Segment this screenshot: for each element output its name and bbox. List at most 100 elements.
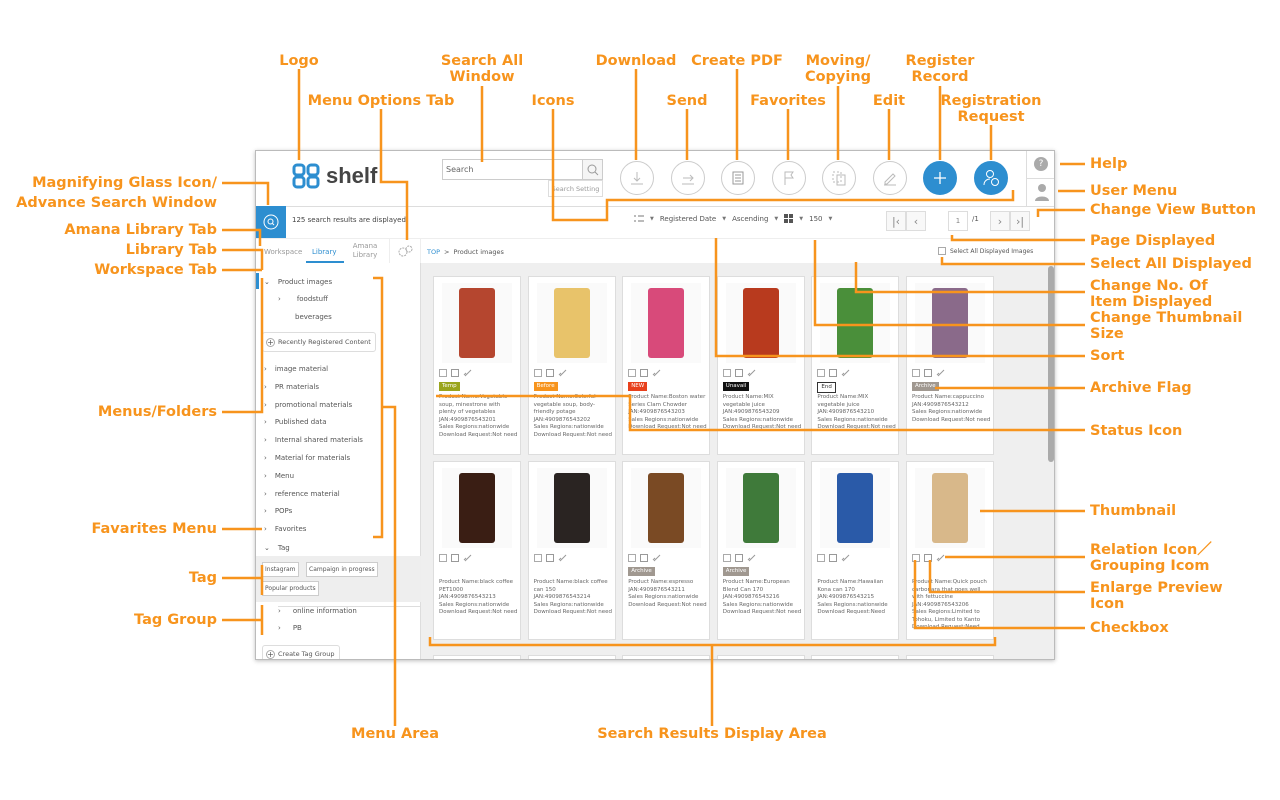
user-menu-icon[interactable]	[1034, 183, 1050, 201]
tag-header[interactable]: ⌄Tag	[264, 544, 290, 552]
register-record-button[interactable]	[923, 161, 957, 195]
thumbnail[interactable]	[536, 468, 607, 548]
thumbnail[interactable]	[631, 283, 702, 363]
select-all-checkbox[interactable]	[938, 247, 946, 255]
relation-link-icon[interactable]	[558, 369, 567, 378]
checkbox[interactable]	[439, 369, 447, 377]
search-setting-button[interactable]: Search Setting	[548, 180, 603, 197]
tag-popular-products[interactable]: Popular products	[262, 581, 319, 596]
relation-link-icon[interactable]	[747, 369, 756, 378]
folder-item[interactable]: ›Menu	[264, 472, 294, 480]
relation-link-icon[interactable]	[936, 369, 945, 378]
magnifier-search-button[interactable]	[582, 159, 603, 180]
edit-button[interactable]	[873, 161, 907, 195]
folder-item[interactable]: ›PR materials	[264, 383, 319, 391]
thumbnail[interactable]	[536, 283, 607, 363]
create-pdf-button[interactable]	[721, 161, 755, 195]
enlarge-preview-icon[interactable]	[545, 554, 554, 562]
enlarge-preview-icon[interactable]	[640, 554, 649, 562]
chevron-down-icon[interactable]: ▼	[650, 215, 654, 222]
enlarge-preview-icon[interactable]	[451, 554, 459, 562]
folder-item[interactable]: ›promotional materials	[264, 401, 352, 409]
folder-item[interactable]: ›reference material	[264, 490, 340, 498]
prev-page-button[interactable]: ‹	[906, 211, 926, 231]
result-card[interactable]: Product Name:Hawaiian Kona can 170 JAN:4…	[811, 461, 900, 640]
result-card-partial[interactable]	[622, 655, 711, 659]
result-card[interactable]: Product Name:black coffee PET1000 JAN:49…	[433, 461, 521, 640]
enlarge-preview-icon[interactable]	[924, 369, 932, 377]
tag-group-pb[interactable]: ›PB	[278, 624, 302, 632]
thumbnail[interactable]	[725, 468, 796, 548]
sort-field-dropdown[interactable]: Registered Date	[659, 214, 717, 223]
last-page-button[interactable]: ›|	[1010, 211, 1030, 231]
folder-item[interactable]: ›Favorites	[264, 525, 306, 533]
tab-workspace[interactable]: Workspace	[264, 248, 303, 256]
folder-foodstuff[interactable]: ›foodstuff	[278, 295, 328, 303]
result-card-partial[interactable]	[527, 655, 616, 659]
checkbox[interactable]	[533, 369, 542, 377]
first-page-button[interactable]: |‹	[886, 211, 906, 231]
thumbnail[interactable]	[442, 468, 512, 548]
relation-link-icon[interactable]	[841, 369, 850, 378]
tag-group-online[interactable]: ›online information	[278, 606, 421, 615]
checkbox[interactable]	[533, 554, 542, 562]
checkbox[interactable]	[628, 554, 637, 562]
scrollbar-thumb[interactable]	[1048, 266, 1054, 462]
enlarge-preview-icon[interactable]	[924, 554, 932, 562]
result-card[interactable]: Product Name:Quick pouch carbonara that …	[906, 461, 994, 640]
thumbnail[interactable]	[442, 283, 512, 363]
relation-link-icon[interactable]	[463, 554, 472, 563]
folder-item[interactable]: ›Internal shared materials	[264, 436, 363, 444]
thumbnail[interactable]	[915, 283, 985, 363]
folder-beverages[interactable]: beverages	[295, 313, 332, 321]
checkbox[interactable]	[912, 369, 920, 377]
relation-link-icon[interactable]	[841, 554, 850, 563]
relation-link-icon[interactable]	[652, 554, 661, 563]
help-icon[interactable]: ?	[1034, 157, 1048, 171]
checkbox[interactable]	[722, 554, 731, 562]
checkbox[interactable]	[439, 554, 447, 562]
thumbnail[interactable]	[915, 468, 985, 548]
result-card-partial[interactable]	[716, 655, 805, 659]
enlarge-preview-icon[interactable]	[829, 554, 838, 562]
folder-item[interactable]: ›Published data	[264, 418, 327, 426]
enlarge-preview-icon[interactable]	[545, 369, 554, 377]
relation-link-icon[interactable]	[558, 554, 567, 563]
folder-item[interactable]: ›POPs	[264, 507, 292, 515]
tab-library[interactable]: Library	[312, 248, 337, 256]
favorites-button[interactable]	[772, 161, 806, 195]
send-button[interactable]	[671, 161, 705, 195]
breadcrumb-top-link[interactable]: TOP	[427, 248, 441, 256]
thumbnail[interactable]	[820, 283, 891, 363]
next-page-button[interactable]: ›	[990, 211, 1010, 231]
folder-item[interactable]: ›Material for materials	[264, 454, 350, 462]
move-copy-button[interactable]	[822, 161, 856, 195]
result-card-partial[interactable]	[811, 655, 900, 659]
result-card-partial[interactable]	[906, 655, 994, 659]
tab-amana-library[interactable]: Amana Library	[352, 242, 378, 259]
checkbox[interactable]	[817, 369, 826, 377]
list-view-icon[interactable]	[634, 215, 644, 223]
checkbox[interactable]	[628, 369, 637, 377]
relation-link-icon[interactable]	[652, 369, 661, 378]
registration-request-button[interactable]	[974, 161, 1008, 195]
relation-link-icon[interactable]	[747, 554, 756, 563]
relation-link-icon[interactable]	[936, 554, 945, 563]
folder-item[interactable]: ›image material	[264, 365, 328, 373]
checkbox[interactable]	[817, 554, 826, 562]
items-per-page-dropdown[interactable]: 150	[809, 214, 823, 223]
advanced-search-button[interactable]	[256, 206, 286, 238]
tag-instagram[interactable]: Instagram	[262, 562, 299, 577]
select-all-control[interactable]: Select All Displayed Images	[938, 247, 1033, 255]
enlarge-preview-icon[interactable]	[734, 554, 743, 562]
thumbnail-size-icon[interactable]	[784, 214, 794, 223]
folder-product-images[interactable]: ⌄Product images	[264, 278, 332, 286]
relation-link-icon[interactable]	[463, 369, 472, 378]
checkbox[interactable]	[912, 554, 920, 562]
